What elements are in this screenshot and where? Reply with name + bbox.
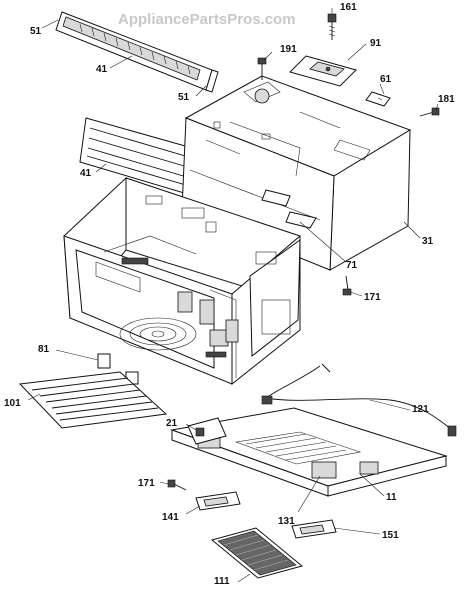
outer-cabinet[interactable] <box>181 75 412 271</box>
power-cord[interactable] <box>261 363 457 437</box>
label-141[interactable]: 141 <box>162 512 179 523</box>
label-101[interactable]: 101 <box>4 398 21 409</box>
light-housing-right[interactable] <box>291 519 337 539</box>
screw-161[interactable] <box>327 13 337 40</box>
label-151[interactable]: 151 <box>382 530 399 541</box>
label-41-front[interactable]: 41 <box>80 168 92 179</box>
label-181[interactable]: 181 <box>438 94 455 105</box>
label-51-bottom[interactable]: 51 <box>178 92 190 103</box>
label-171-right[interactable]: 171 <box>364 292 381 303</box>
screw-191[interactable] <box>257 57 267 80</box>
capacitor-part-21[interactable] <box>187 417 227 445</box>
light-housing-left[interactable] <box>195 491 241 511</box>
screw-181[interactable] <box>419 107 440 117</box>
label-51-top[interactable]: 51 <box>30 26 42 37</box>
label-11[interactable]: 11 <box>386 492 397 503</box>
label-21[interactable]: 21 <box>166 418 178 429</box>
label-71[interactable]: 71 <box>346 260 358 271</box>
label-61[interactable]: 61 <box>380 74 392 85</box>
watermark: AppliancePartsPros.com <box>118 11 296 28</box>
label-121[interactable]: 121 <box>412 404 429 415</box>
label-41-top[interactable]: 41 <box>96 64 108 75</box>
bracket-small[interactable] <box>365 91 391 107</box>
roller-part-81[interactable] <box>97 353 139 385</box>
leader-lines <box>27 8 439 583</box>
label-161[interactable]: 161 <box>340 2 357 13</box>
oven-cavity-chassis[interactable] <box>63 176 301 386</box>
label-81[interactable]: 81 <box>38 344 50 355</box>
label-111[interactable]: 111 <box>214 576 230 587</box>
label-131[interactable]: 131 <box>278 516 295 527</box>
part-labels: 51 41 51 161 191 91 61 181 41 31 71 171 … <box>4 2 455 587</box>
screw-171-left[interactable] <box>167 479 187 491</box>
label-191[interactable]: 191 <box>280 44 297 55</box>
screw-171-right[interactable] <box>342 275 352 296</box>
label-171-left[interactable]: 171 <box>138 478 155 489</box>
label-91[interactable]: 91 <box>370 38 382 49</box>
grease-filter[interactable] <box>210 527 304 579</box>
mounting-bracket[interactable] <box>261 189 317 229</box>
oven-rack[interactable] <box>18 371 168 429</box>
vent-grille-top[interactable] <box>55 11 219 93</box>
label-31[interactable]: 31 <box>422 236 434 247</box>
bracket-plate[interactable] <box>289 55 357 87</box>
